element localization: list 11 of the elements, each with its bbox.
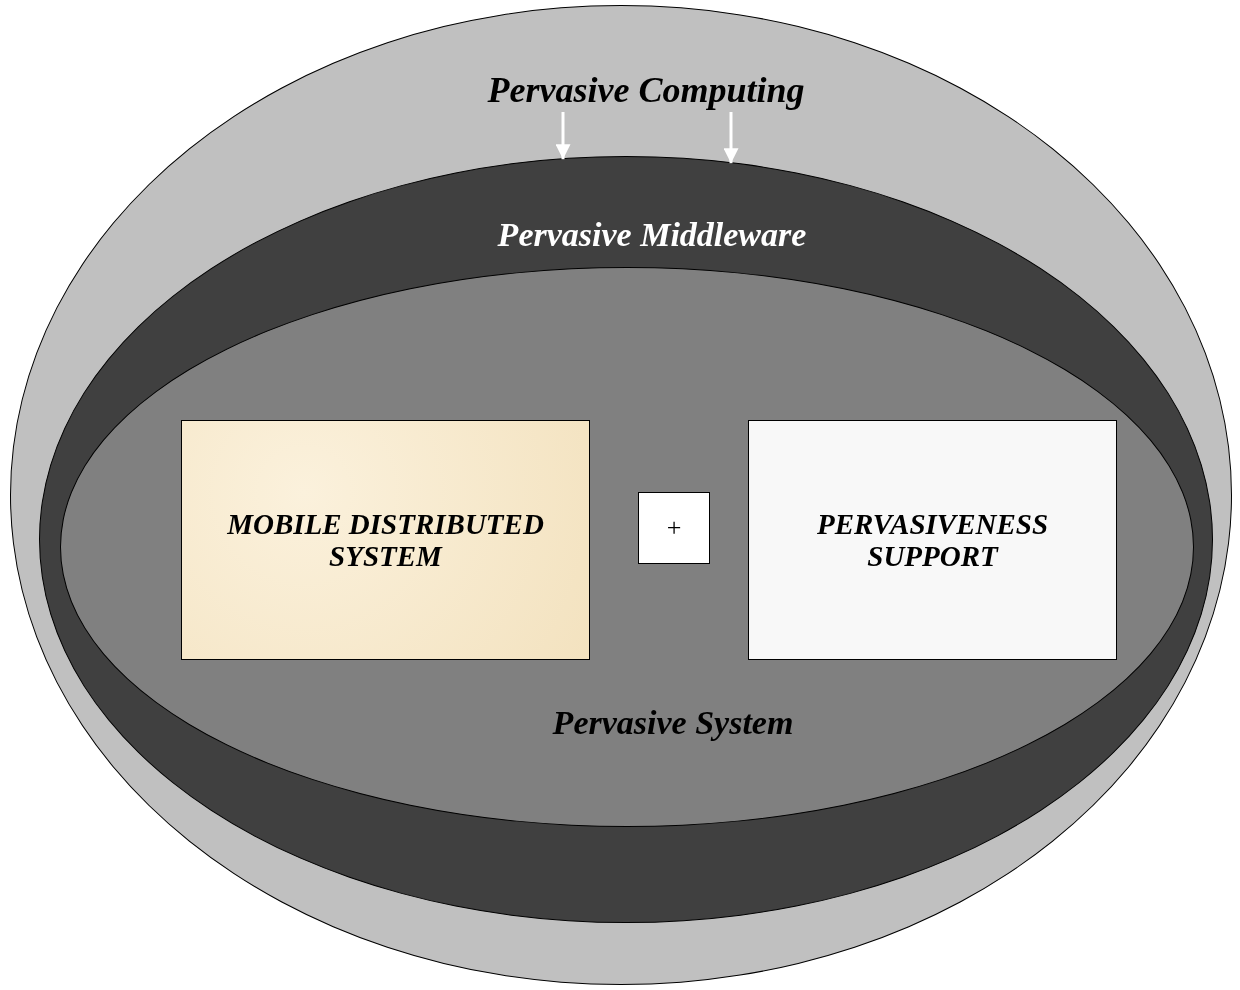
oval-title: Pervasive System [552, 704, 794, 742]
arrow [555, 112, 571, 160]
component-box [748, 420, 1117, 660]
plus-box [638, 492, 710, 564]
plus-sign: + [665, 512, 683, 544]
arrow [723, 112, 739, 164]
box-label: MOBILE DISTRIBUTED SYSTEM [226, 508, 545, 572]
oval-title: Pervasive Middleware [497, 216, 807, 254]
box-label: PERVASIVENESS SUPPORT [815, 508, 1050, 572]
oval-title: Pervasive Computing [487, 69, 805, 111]
component-box [181, 420, 590, 660]
